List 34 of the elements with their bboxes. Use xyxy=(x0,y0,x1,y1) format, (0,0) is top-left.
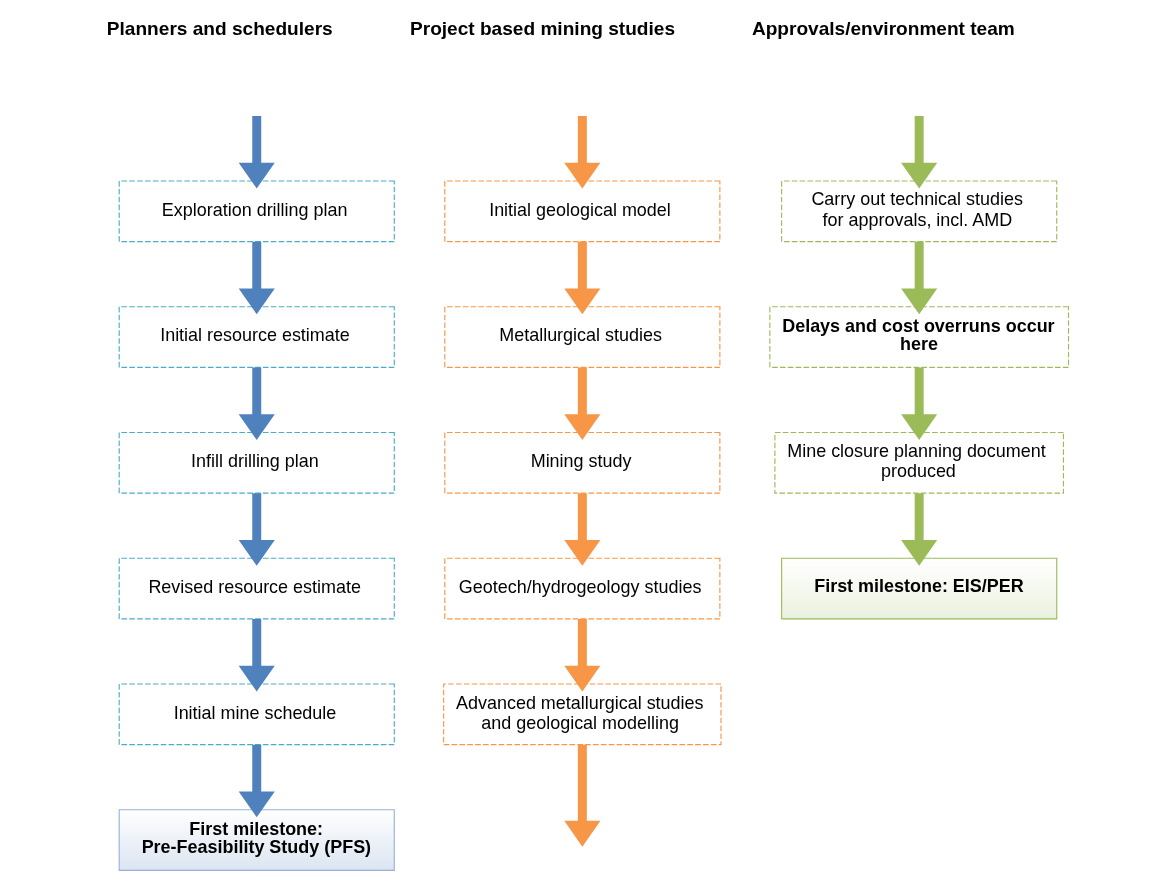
arrow xyxy=(563,115,600,189)
label: Project based mining studies xyxy=(409,17,675,39)
node-box: Initial resource estimate xyxy=(118,306,395,368)
node-box: Mining study xyxy=(443,431,720,494)
node-box: Mine closure planning document produced xyxy=(773,431,1064,494)
arrow xyxy=(238,493,275,566)
arrow xyxy=(563,619,600,692)
node-box: Geotech/hydrogeology studies xyxy=(443,557,720,620)
node-box: Infill drilling plan xyxy=(118,431,395,494)
arrow xyxy=(900,493,937,566)
node-box: Exploration drilling plan xyxy=(118,180,395,243)
node-box: Revised resource estimate xyxy=(118,557,395,620)
node-box: Initial geological model xyxy=(443,180,720,243)
label: Planners and schedulers xyxy=(106,17,333,39)
arrow xyxy=(563,493,600,566)
node-box: First milestone: Pre-Feasibility Study (PFS) xyxy=(118,809,395,871)
node-box: First milestone: EIS/PER xyxy=(780,557,1057,620)
arrow xyxy=(563,367,600,441)
node-box: Metallurgical studies xyxy=(443,306,720,368)
node-box: Delays and cost overruns occur here xyxy=(768,306,1069,368)
arrow xyxy=(563,744,600,847)
arrow xyxy=(900,367,937,441)
arrow xyxy=(563,241,600,315)
arrow xyxy=(238,367,275,441)
arrow xyxy=(238,241,275,315)
label: Approvals/environment team xyxy=(751,17,1015,39)
node-box: Advanced metallurgical studies and geological modelling xyxy=(442,683,722,746)
arrow xyxy=(238,619,275,692)
node-box: Initial mine schedule xyxy=(118,683,395,746)
arrow xyxy=(238,115,275,189)
arrow xyxy=(238,744,275,818)
arrow xyxy=(900,115,937,189)
arrow xyxy=(900,241,937,315)
node-box: Carry out technical studies for approvals, incl. AMD xyxy=(780,180,1057,243)
